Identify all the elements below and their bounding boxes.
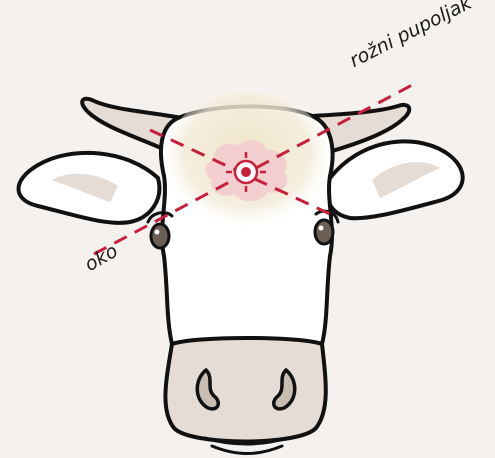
- muzzle: [165, 338, 325, 442]
- chin: [212, 446, 282, 454]
